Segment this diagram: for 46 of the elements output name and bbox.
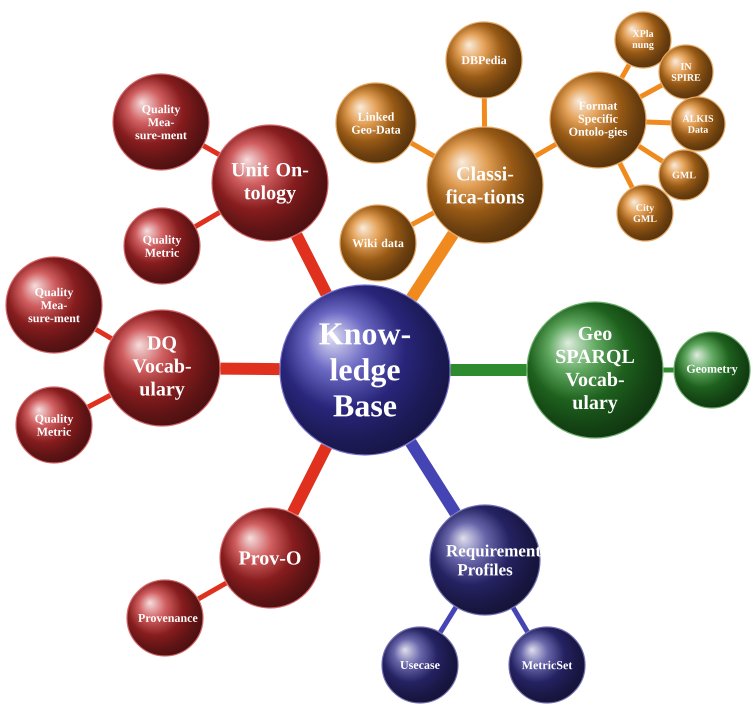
topic-ball: MetricSet: [508, 626, 586, 704]
topic-ball: Geometry: [673, 331, 751, 409]
connector: [664, 368, 674, 372]
topic-ball: Geo SPARQL Vocab-ulary: [526, 301, 664, 439]
topic-ball: Requirement Profiles: [429, 504, 541, 616]
topic-ball: DBPedia: [445, 21, 523, 99]
connector: [438, 606, 458, 634]
connector: [410, 210, 435, 227]
connector: [197, 580, 228, 602]
connector: [618, 162, 634, 189]
topic-ball: City GML: [616, 184, 674, 242]
topic-ball: Provenance: [126, 579, 204, 657]
connector: [511, 606, 530, 634]
topic-ball: Quality Metric: [123, 207, 201, 285]
topic-ball: DQ Vocab-ulary: [103, 309, 221, 427]
topic-ball: Quality Mea-sure-ment: [112, 73, 210, 171]
topic-ball: Classi-fica-tions: [426, 126, 544, 244]
connector: [194, 210, 221, 229]
connector: [86, 393, 112, 410]
connector: [646, 119, 671, 126]
connector: [639, 83, 663, 99]
topic-ball: Wiki data: [339, 204, 417, 282]
connector: [450, 364, 526, 376]
connector: [482, 98, 488, 126]
connector: [291, 232, 332, 296]
connector: [534, 142, 558, 158]
topic-ball: IN SPIRE: [658, 44, 714, 100]
topic-ball: Format Specific Ontolo-gies: [549, 71, 647, 169]
topic-ball: Unit On-tology: [211, 124, 329, 242]
connector: [410, 140, 436, 158]
topic-ball: XPla nung: [614, 11, 672, 69]
topic-ball: Linked Geo-Data: [335, 82, 417, 164]
topic-ball: ALKIS Data: [670, 96, 726, 152]
connector: [220, 362, 280, 376]
connector: [202, 144, 220, 157]
topic-ball: Usecase: [381, 626, 459, 704]
topic-ball: GML: [658, 149, 710, 201]
connector: [620, 64, 632, 79]
topic-ball: Quality Metric: [15, 386, 93, 464]
connector: [638, 144, 664, 164]
connector: [406, 230, 458, 302]
topic-ball: Quality Mea-sure-ment: [5, 256, 103, 354]
connector: [287, 444, 332, 516]
topic-ball: Prov-O: [219, 507, 321, 609]
connector: [94, 327, 113, 341]
connector: [406, 439, 460, 516]
